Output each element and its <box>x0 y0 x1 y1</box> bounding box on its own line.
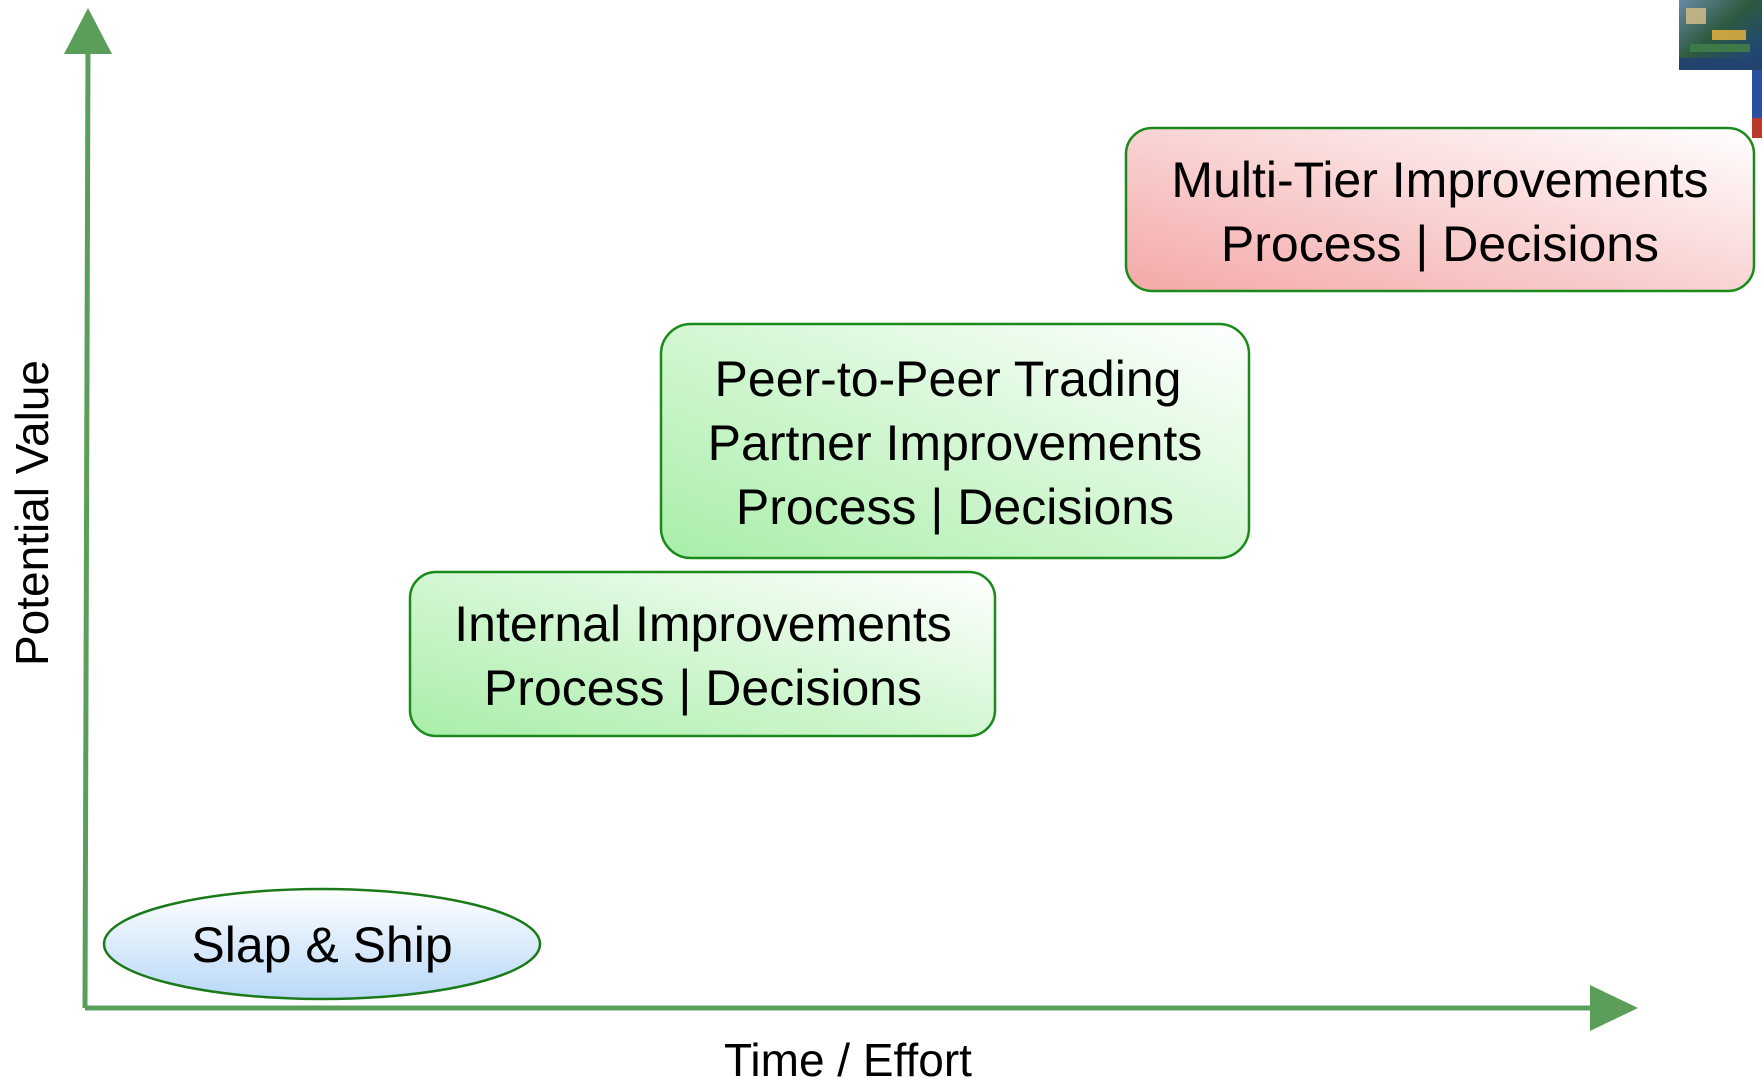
stage-internal-improvements: Internal Improvements Process | Decision… <box>408 570 997 738</box>
stage-peer-to-peer-trading-box <box>659 322 1251 560</box>
stage-slap-and-ship-label: Slap & Ship <box>191 917 452 973</box>
stage-slap-and-ship-shape <box>102 887 542 1001</box>
stage-slap-and-ship: Slap & Ship <box>102 887 542 1001</box>
stage-multi-tier-improvements-line-2: Process | Decisions <box>1221 216 1659 272</box>
x-axis-label: Time / Effort <box>724 1034 972 1079</box>
y-axis-arrowhead <box>64 8 112 54</box>
stage-multi-tier-improvements-line-1: Multi-Tier Improvements <box>1171 152 1708 208</box>
y-axis-label: Potential Value <box>6 360 58 666</box>
x-axis-arrowhead <box>1590 985 1638 1031</box>
stage-peer-to-peer-trading: Peer-to-Peer Trading Partner Improvement… <box>659 322 1251 560</box>
stage-multi-tier-improvements: Multi-Tier Improvements Process | Decisi… <box>1124 126 1756 293</box>
stage-internal-improvements-line-2: Process | Decisions <box>484 660 922 716</box>
stage-peer-to-peer-trading-line-3: Process | Decisions <box>736 479 1174 535</box>
stage-multi-tier-improvements-box <box>1124 126 1756 293</box>
stage-peer-to-peer-trading-line-2: Partner Improvements <box>708 415 1203 471</box>
stage-peer-to-peer-trading-line-1: Peer-to-Peer Trading <box>715 351 1182 407</box>
stage-internal-improvements-line-1: Internal Improvements <box>454 596 951 652</box>
photo-thumbnail-icon <box>1679 0 1762 138</box>
stage-internal-improvements-box <box>408 570 997 738</box>
y-axis-line <box>82 44 91 1009</box>
axes <box>64 8 1638 1031</box>
